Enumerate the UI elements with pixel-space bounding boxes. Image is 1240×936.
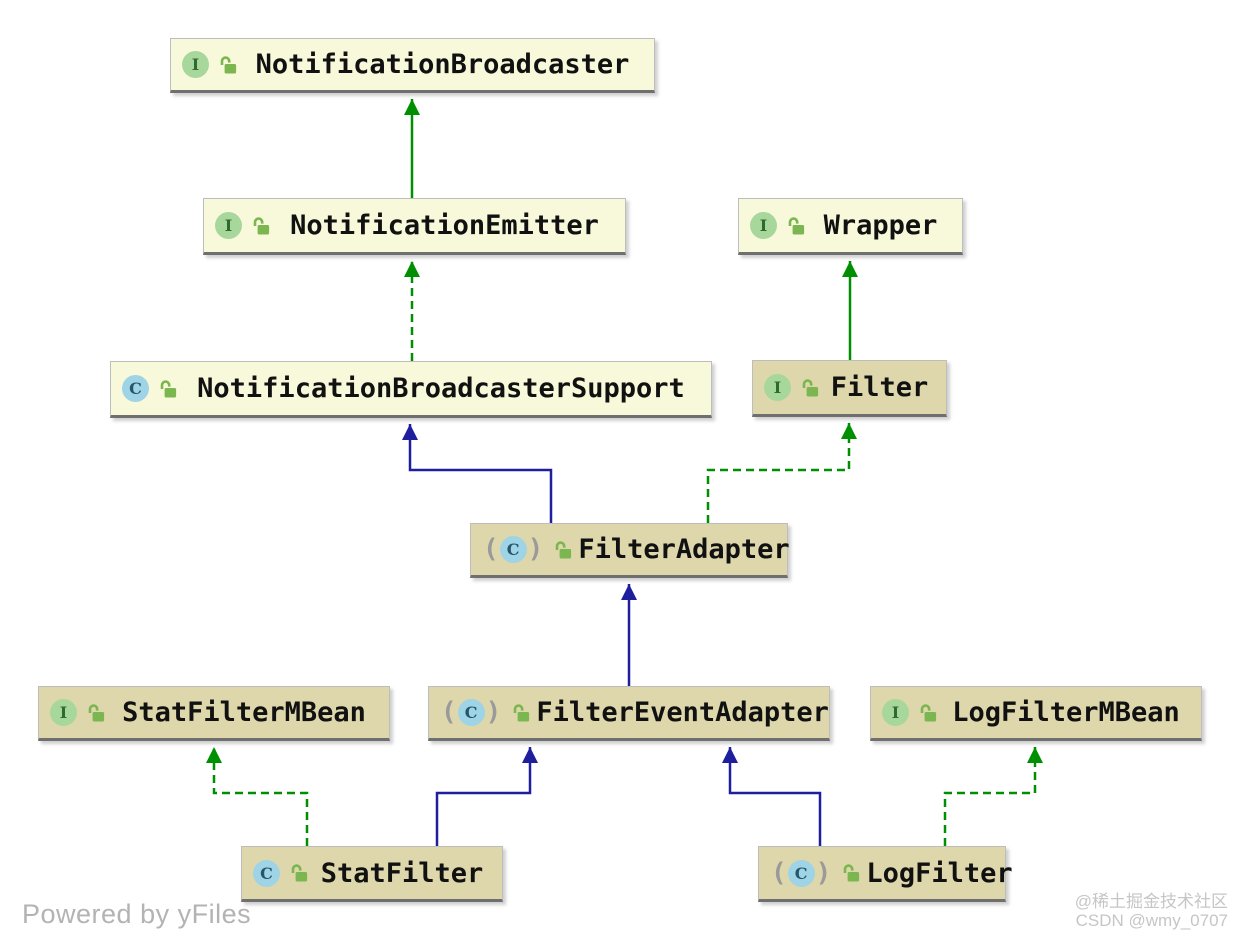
- site-watermark: @稀土掘金技术社区 CSDN @wmy_0707: [1075, 892, 1228, 930]
- unlock-icon: [785, 215, 807, 237]
- interface-letter-badge: I: [50, 699, 77, 726]
- interface-letter-badge: I: [182, 51, 209, 78]
- interface-icon: I: [182, 51, 209, 78]
- yfiles-watermark: Powered by yFiles: [22, 899, 252, 929]
- interface-icon: I: [764, 374, 791, 401]
- class-icon: (C): [482, 536, 544, 563]
- class-node-label: NotificationBroadcasterSupport: [197, 373, 685, 404]
- class-icon: (C): [440, 699, 502, 726]
- unlock-icon: [552, 539, 574, 561]
- class-node-LogFilter[interactable]: (C) LogFilter: [758, 846, 1013, 902]
- class-node-Filter[interactable]: I Filter: [752, 360, 947, 417]
- class-letter-badge: C: [253, 859, 280, 887]
- class-node-label: StatFilter: [320, 857, 484, 889]
- unlock-icon: [157, 378, 179, 400]
- unlock-icon: [799, 377, 821, 399]
- class-node-label: StatFilterMBean: [122, 697, 366, 728]
- class-node-StatFilterMBean[interactable]: I StatFilterMBean: [38, 686, 390, 741]
- edge-FilterAdapter-to-NotificationBroadcasterSupport: [402, 424, 553, 523]
- edge-StatFilter-to-FilterEventAdapter: [435, 747, 538, 846]
- site-watermark-line1: @稀土掘金技术社区: [1074, 892, 1228, 911]
- class-node-label: FilterEventAdapter: [536, 697, 829, 728]
- paren-close: ): [485, 697, 502, 727]
- site-watermark-line2: CSDN @wmy_0707: [1075, 911, 1228, 930]
- interface-icon: I: [50, 699, 77, 726]
- class-node-label: LogFilterMBean: [952, 697, 1180, 728]
- class-letter-badge: C: [787, 859, 815, 887]
- unlock-icon: [250, 215, 272, 237]
- class-node-label: Filter: [830, 372, 929, 403]
- class-letter-badge: C: [499, 536, 527, 563]
- paren-close: ): [815, 857, 832, 888]
- paren-open: (: [771, 857, 787, 888]
- class-icon: (C): [770, 857, 832, 888]
- class-node-NotificationBroadcaster[interactable]: I NotificationBroadcaster: [170, 38, 655, 93]
- class-node-StatFilter[interactable]: C StatFilter: [241, 846, 503, 902]
- class-node-FilterAdapter[interactable]: (C) FilterAdapter: [470, 523, 790, 578]
- class-node-label: NotificationBroadcaster: [255, 49, 630, 80]
- unlock-icon: [917, 702, 939, 724]
- unlock-icon: [510, 702, 532, 724]
- class-icon: C: [253, 859, 280, 887]
- class-node-NotificationBroadcasterSupport[interactable]: C NotificationBroadcasterSupport: [110, 361, 712, 418]
- paren-close: ): [527, 534, 544, 564]
- class-node-label: Wrapper: [823, 210, 938, 241]
- edge-FilterAdapter-to-Filter: [706, 423, 857, 523]
- interface-letter-badge: I: [215, 212, 242, 239]
- class-node-label: FilterAdapter: [578, 534, 790, 565]
- edge-StatFilter-to-StatFilterMBean: [206, 747, 309, 846]
- paren-open: (: [441, 697, 457, 727]
- class-node-label: LogFilter: [866, 857, 1013, 889]
- unlock-icon: [85, 702, 107, 724]
- interface-letter-badge: I: [764, 374, 791, 401]
- edge-LogFilter-to-FilterEventAdapter: [722, 747, 822, 846]
- interface-icon: I: [882, 699, 909, 726]
- edge-LogFilter-to-LogFilterMBean: [943, 747, 1043, 846]
- class-letter-badge: C: [122, 375, 149, 402]
- class-node-label: NotificationEmitter: [290, 210, 599, 241]
- class-node-NotificationEmitter[interactable]: I NotificationEmitter: [203, 198, 626, 255]
- class-letter-badge: C: [457, 699, 485, 726]
- interface-icon: I: [750, 212, 777, 239]
- class-node-LogFilterMBean[interactable]: I LogFilterMBean: [870, 686, 1202, 741]
- unlock-icon: [217, 54, 239, 76]
- unlock-icon: [288, 862, 310, 884]
- class-node-Wrapper[interactable]: I Wrapper: [738, 198, 963, 255]
- class-icon: C: [122, 375, 149, 402]
- unlock-icon: [840, 862, 862, 884]
- class-node-FilterEventAdapter[interactable]: (C) FilterEventAdapter: [428, 686, 830, 741]
- interface-icon: I: [215, 212, 242, 239]
- interface-letter-badge: I: [882, 699, 909, 726]
- paren-open: (: [483, 534, 499, 564]
- interface-letter-badge: I: [750, 212, 777, 239]
